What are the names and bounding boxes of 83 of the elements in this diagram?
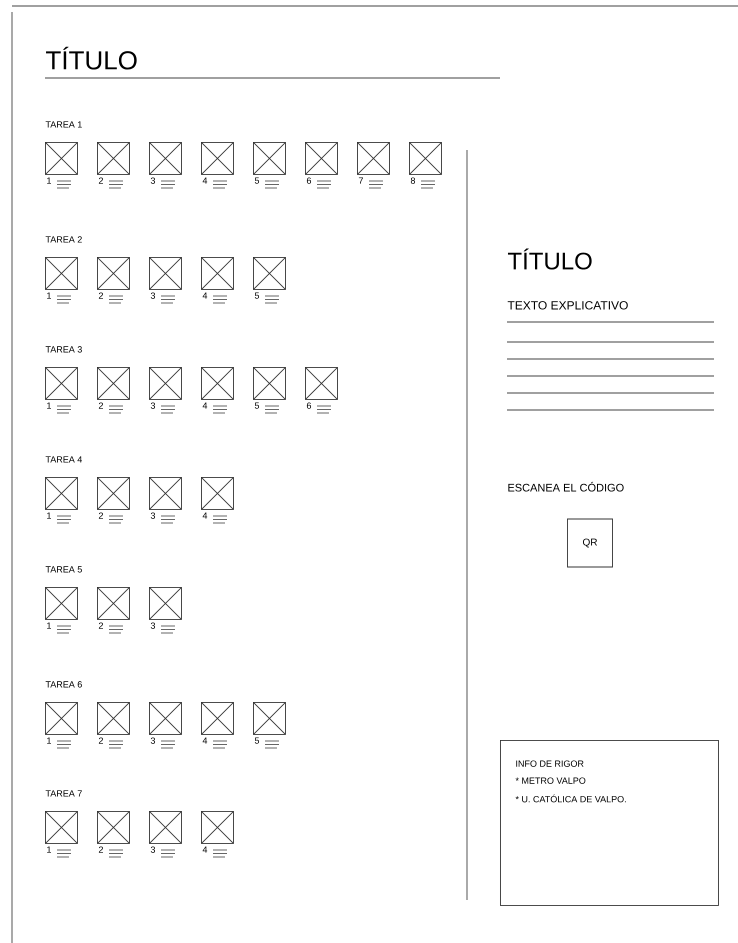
item-number: 2 [98, 177, 103, 184]
item-number: 1 [47, 512, 52, 519]
task-heading: TAREA 3 [46, 346, 82, 353]
item-number: 1 [47, 292, 52, 299]
image-placeholder [149, 811, 182, 844]
item-number: 1 [47, 737, 52, 744]
item-number: 3 [150, 846, 156, 853]
image-placeholder [409, 142, 442, 175]
image-placeholder [149, 702, 182, 735]
qr-code-box: QR [567, 518, 613, 568]
item-number: 6 [306, 402, 312, 409]
item-number: 1 [47, 846, 52, 853]
item-number: 3 [150, 177, 156, 184]
task-heading: TAREA 7 [46, 790, 82, 797]
image-placeholder [97, 142, 130, 175]
item-number: 5 [254, 402, 260, 409]
image-placeholder [253, 702, 286, 735]
item-number: 4 [202, 402, 208, 409]
item-number: 4 [202, 846, 208, 853]
item-number: 3 [150, 512, 156, 519]
item-number: 2 [98, 846, 103, 853]
item-number: 1 [47, 622, 52, 629]
item-number: 3 [150, 622, 156, 629]
item-number: 7 [358, 177, 363, 184]
task-heading: TAREA 5 [46, 566, 82, 573]
image-placeholder [97, 367, 130, 400]
image-placeholder [97, 702, 130, 735]
image-placeholder [305, 142, 338, 175]
title: TÍTULO [46, 46, 137, 70]
image-placeholder [357, 142, 390, 175]
image-placeholder [45, 367, 78, 400]
image-placeholder [45, 587, 78, 620]
image-placeholder [305, 367, 338, 400]
image-placeholder [45, 477, 78, 510]
image-placeholder [253, 142, 286, 175]
image-placeholder [149, 142, 182, 175]
side-subtitle: TEXTO EXPLICATIVO [508, 301, 628, 310]
task-heading: TAREA 6 [46, 681, 82, 688]
image-placeholder [45, 811, 78, 844]
item-number: 3 [150, 402, 156, 409]
item-number: 8 [410, 177, 416, 184]
item-number: 3 [150, 737, 156, 744]
item-number: 1 [47, 402, 52, 409]
item-number: 4 [202, 512, 208, 519]
image-placeholder [201, 811, 234, 844]
item-number: 1 [47, 177, 52, 184]
image-placeholder [45, 257, 78, 290]
image-placeholder [149, 257, 182, 290]
image-placeholder [149, 477, 182, 510]
image-placeholder [45, 142, 78, 175]
side-title: TÍTULO [508, 248, 592, 270]
item-number: 5 [254, 177, 260, 184]
task-heading: TAREA 4 [46, 456, 82, 463]
image-placeholder [253, 367, 286, 400]
image-placeholder [97, 587, 130, 620]
image-placeholder [149, 587, 182, 620]
image-placeholder [253, 257, 286, 290]
image-placeholder [201, 367, 234, 400]
item-number: 4 [202, 177, 208, 184]
item-number: 3 [150, 292, 156, 299]
item-number: 2 [98, 622, 103, 629]
item-number: 2 [98, 292, 103, 299]
item-number: 4 [202, 737, 208, 744]
item-number: 5 [254, 292, 260, 299]
item-number: 2 [98, 512, 103, 519]
info-box: INFO DE RIGOR * METRO VALPO * U. CATÓLICA DE VALPO. [500, 740, 719, 906]
image-placeholder [201, 477, 234, 510]
item-number: 2 [98, 737, 103, 744]
task-heading: TAREA 2 [46, 236, 82, 243]
image-placeholder [201, 702, 234, 735]
image-placeholder [45, 702, 78, 735]
image-placeholder [201, 142, 234, 175]
scan-prompt: ESCANEA EL CÓDIGO [508, 482, 624, 492]
item-number: 6 [306, 177, 312, 184]
image-placeholder [97, 257, 130, 290]
image-placeholder [97, 811, 130, 844]
item-number: 4 [202, 292, 208, 299]
item-number: 2 [98, 402, 103, 409]
item-number: 5 [254, 737, 260, 744]
image-placeholder [201, 257, 234, 290]
image-placeholder [97, 477, 130, 510]
task-heading: TAREA 1 [46, 121, 82, 128]
image-placeholder [149, 367, 182, 400]
